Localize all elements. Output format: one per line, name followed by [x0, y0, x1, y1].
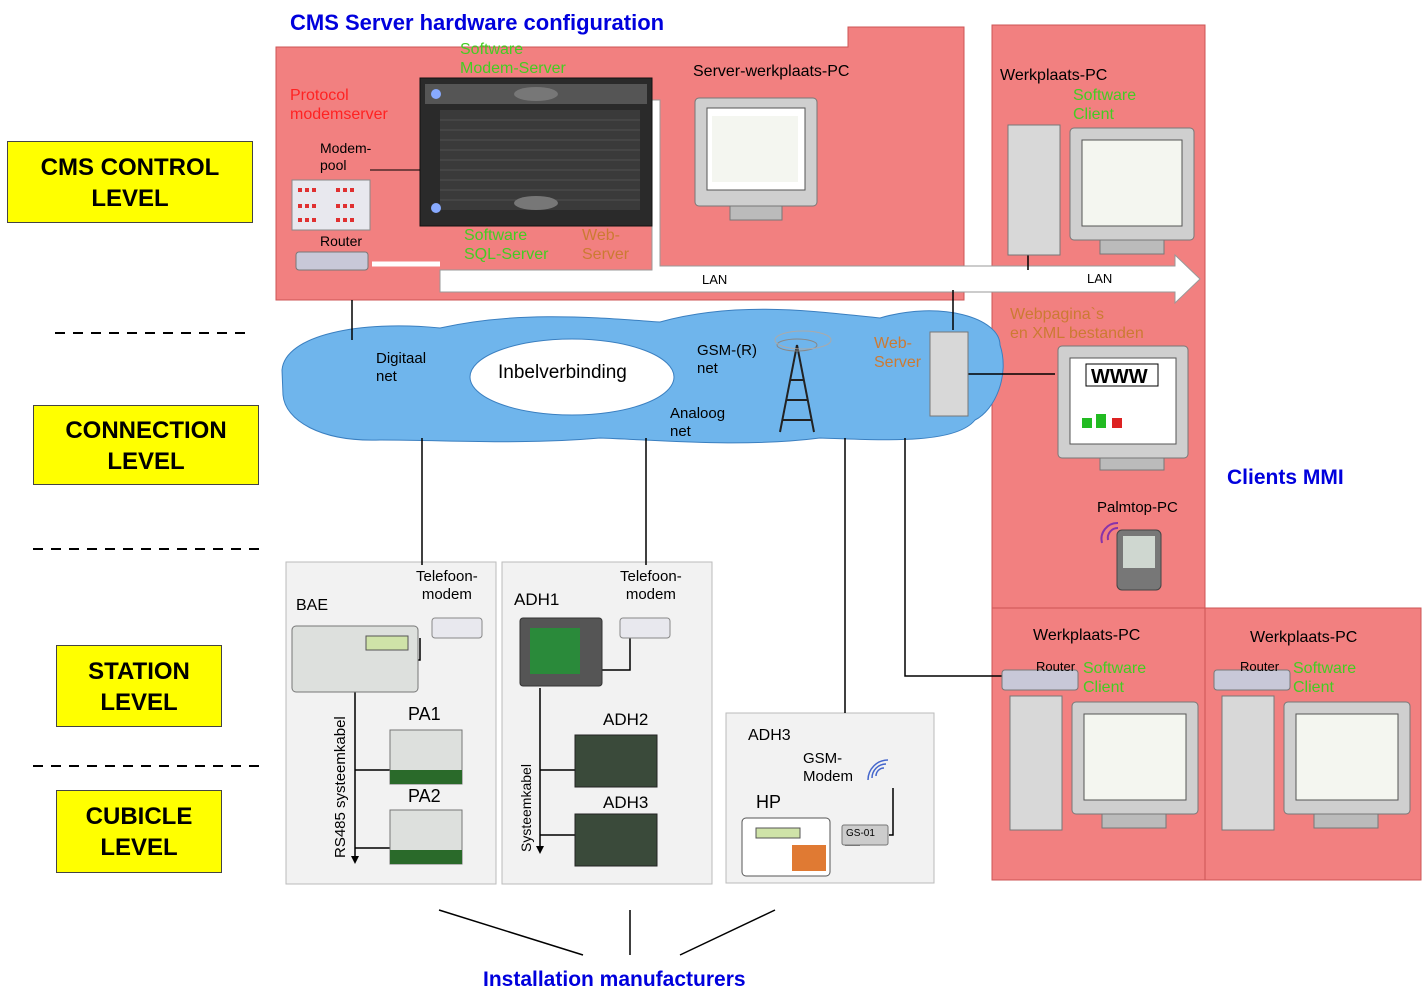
gs01-device: [841, 824, 889, 846]
pa2-label: PA2: [408, 786, 441, 806]
hp-label: HP: [756, 792, 782, 812]
adh1-device: [519, 617, 603, 687]
server-pc-monitor: [694, 97, 818, 221]
router-label-2: Router: [1036, 659, 1076, 674]
adh2-label: ADH2: [603, 710, 649, 729]
inbel-ellipse: [469, 338, 675, 416]
bae-label: BAE: [296, 597, 329, 614]
werkplaats-pc-top: [1007, 124, 1195, 256]
protocol-modemserver-label: Protocol modemserver: [290, 87, 388, 124]
software-client-label-3: Software Client: [1293, 660, 1357, 697]
software-client-label: Software Client: [1073, 87, 1137, 124]
level-station-line1: STATION: [88, 658, 190, 685]
lan-label-2: LAN: [1087, 271, 1113, 286]
telefoon-modem-1: [431, 617, 483, 639]
werkplaats-pc-label-3: Werkplaats-PC: [1250, 629, 1358, 646]
modempool-label: Modem- pool: [320, 140, 372, 173]
lan-label-1: LAN: [702, 272, 728, 287]
network-web-server-label: Web- Server: [874, 335, 922, 372]
adh3-device: [574, 813, 658, 867]
web-server-tower: [929, 331, 969, 417]
telefoon-modem-2: [619, 617, 671, 639]
analoog-net-label: Analoog net: [670, 405, 726, 440]
gsm-tower: [774, 330, 832, 433]
digitaal-net-label: Digitaal net: [376, 350, 427, 385]
werkplaats-pc-label-2: Werkplaats-PC: [1033, 627, 1141, 644]
gsm-modem-signal: [867, 759, 889, 781]
diagram-title: CMS Server hardware configuration: [290, 10, 665, 35]
level-cubicle-line2: LEVEL: [100, 834, 178, 861]
adh1-label: ADH1: [514, 590, 560, 609]
gsm-net-label: GSM-(R) net: [697, 342, 757, 377]
client-pc-right: [1213, 669, 1411, 831]
webpages-label: Webpagina`s en XML bestanden: [1010, 306, 1144, 343]
client-pc-left: [1001, 669, 1199, 831]
telefoon-modem-label-1: Telefoon- modem: [416, 568, 478, 603]
telefoon-modem-label-2: Telefoon- modem: [620, 568, 682, 603]
adh2-device: [574, 734, 658, 788]
pa2-device: [389, 809, 463, 865]
connection-lines: [297, 250, 1055, 858]
gs01-label: GS-01: [846, 828, 875, 839]
level-control-line1: CMS CONTROL: [40, 154, 220, 181]
modem-server-rack: [419, 77, 653, 227]
level-cubicle: CUBICLE LEVEL: [56, 790, 222, 873]
router-label: Router: [320, 233, 363, 249]
pa1-device: [389, 729, 463, 785]
level-connection: CONNECTION LEVEL: [33, 405, 259, 485]
footer-lines: [438, 909, 776, 956]
software-modem-server-label: Software Modem-Server: [460, 41, 566, 78]
level-connection-line2: LEVEL: [107, 448, 185, 475]
level-connection-line1: CONNECTION: [65, 417, 227, 444]
modem-pool: [291, 179, 371, 231]
www-label: WWW: [1091, 366, 1148, 388]
level-control: CMS CONTROL LEVEL: [7, 141, 253, 223]
level-cubicle-line1: CUBICLE: [85, 803, 193, 830]
palmtop-pc-label: Palmtop-PC: [1097, 499, 1178, 516]
level-station: STATION LEVEL: [56, 645, 222, 727]
server-werkplaats-pc-label: Server-werkplaats-PC: [693, 63, 850, 80]
www-monitor: [1057, 345, 1189, 471]
router-label-3: Router: [1240, 659, 1280, 674]
adh3-station-label: ADH3: [748, 727, 791, 744]
bae-device: [291, 625, 419, 693]
rs485-label: RS485 systeemkabel: [332, 716, 349, 858]
adh3-cubicle-label: ADH3: [603, 793, 649, 812]
router-device: [295, 251, 369, 271]
palmtop-device: [1100, 521, 1162, 591]
installation-manufacturers-label: Installation manufacturers: [483, 968, 746, 991]
level-station-line2: LEVEL: [100, 689, 178, 716]
systeemkabel-label: Systeemkabel: [518, 764, 534, 852]
inbelverbinding-label: Inbelverbinding: [498, 362, 627, 383]
level-control-line2: LEVEL: [91, 185, 169, 212]
werkplaats-pc-label: Werkplaats-PC: [1000, 67, 1108, 84]
clients-region: [991, 24, 1206, 611]
hp-device: [741, 817, 831, 877]
web-server-label: Web- Server: [582, 227, 630, 264]
software-client-label-2: Software Client: [1083, 660, 1147, 697]
gsm-modem-label: GSM- Modem: [803, 750, 854, 785]
software-sql-server-label: Software SQL-Server: [464, 227, 549, 264]
pa1-label: PA1: [408, 704, 441, 724]
clients-mmi-label: Clients MMI: [1227, 466, 1344, 489]
